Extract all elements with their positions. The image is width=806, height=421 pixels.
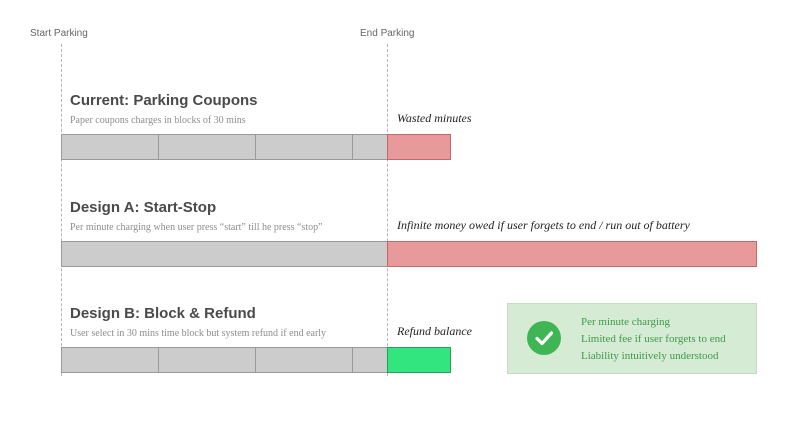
refund-balance-block <box>387 347 451 373</box>
current-section-subtitle: Paper coupons charges in blocks of 30 mi… <box>70 115 246 126</box>
check-circle-icon <box>527 321 561 355</box>
design-b-title: Design B: Block & Refund <box>70 305 256 322</box>
benefits-callout: Per minute charging Limited fee if user … <box>507 303 757 374</box>
current-coupon-bar <box>61 134 388 160</box>
end-parking-label: End Parking <box>360 28 415 39</box>
time-block <box>256 348 353 372</box>
callout-line-per-minute: Per minute charging <box>581 316 670 328</box>
design-a-subtitle: Per minute charging when user press “sta… <box>70 222 323 233</box>
callout-line-limited-fee: Limited fee if user forgets to end <box>581 333 726 345</box>
end-parking-line <box>387 44 388 376</box>
wasted-minutes-note: Wasted minutes <box>397 111 472 125</box>
design-b-bar <box>61 347 388 373</box>
design-a-title: Design A: Start-Stop <box>70 199 217 216</box>
infinite-owed-block <box>387 241 757 267</box>
coupon-block <box>159 135 256 159</box>
refund-balance-note: Refund balance <box>397 324 472 338</box>
wasted-minutes-block <box>387 134 451 160</box>
current-section-title: Current: Parking Coupons <box>70 92 258 109</box>
time-block <box>62 348 159 372</box>
coupon-block <box>62 135 159 159</box>
infinite-owed-note: Infinite money owed if user forgets to e… <box>397 218 690 232</box>
callout-line-liability: Liability intuitively understood <box>581 350 719 362</box>
time-block <box>159 348 256 372</box>
design-b-subtitle: User select in 30 mins time block but sy… <box>70 328 327 339</box>
design-a-bar <box>61 241 388 267</box>
callout-text: Per minute charging Limited fee if user … <box>581 314 726 365</box>
start-parking-label: Start Parking <box>30 28 88 39</box>
time-block <box>353 348 387 372</box>
start-parking-line <box>61 44 62 376</box>
coupon-block <box>256 135 353 159</box>
coupon-block <box>353 135 387 159</box>
